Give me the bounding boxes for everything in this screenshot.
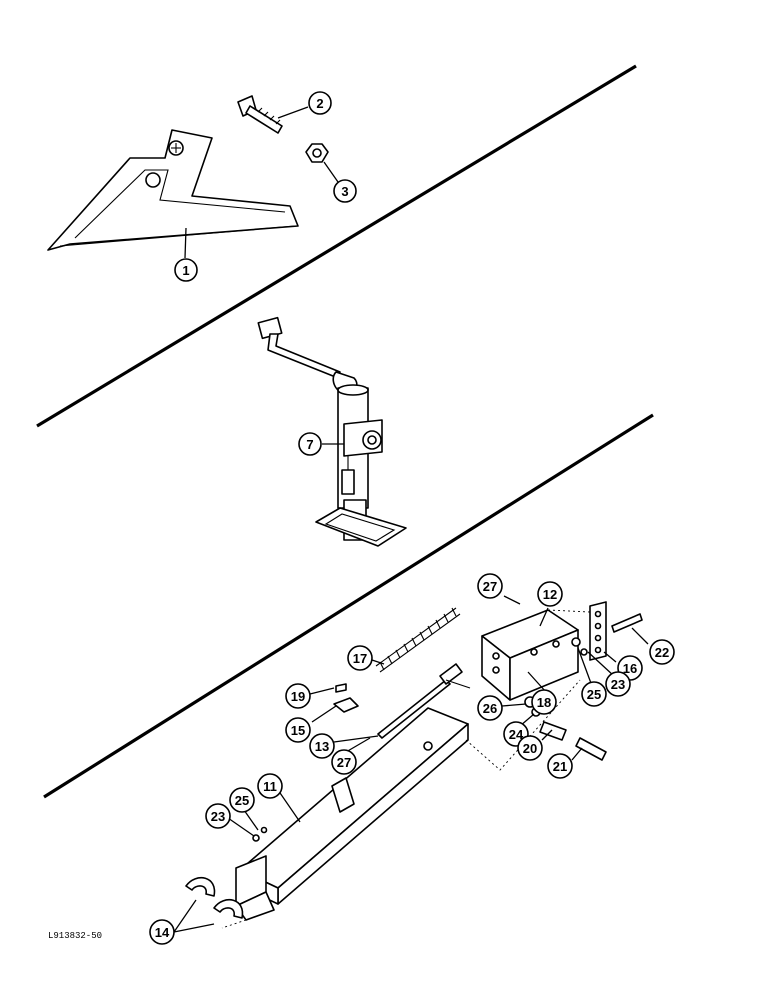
svg-text:23: 23 (211, 809, 225, 824)
svg-text:11: 11 (263, 779, 277, 794)
bolt-icon (252, 613, 643, 842)
section-divider-bottom (43, 413, 654, 799)
callout-25-left: 25 (229, 787, 255, 813)
section-divider-top (36, 64, 637, 428)
callout-23-right: 23 (605, 671, 631, 697)
rod-icon (377, 663, 471, 739)
bolt-icon (237, 95, 283, 134)
svg-text:27: 27 (337, 755, 351, 770)
svg-text:3: 3 (341, 184, 348, 199)
svg-text:18: 18 (537, 695, 551, 710)
assembly-line-2 (221, 919, 247, 929)
svg-text:14: 14 (155, 925, 170, 940)
svg-text:16: 16 (623, 661, 637, 676)
svg-text:20: 20 (523, 741, 537, 756)
callout-12: 12 (537, 581, 563, 607)
callout-15: 15 (285, 717, 311, 743)
jack-stand-icon (257, 316, 407, 547)
tube-icon (235, 707, 469, 921)
callout-7: 7 (298, 432, 322, 456)
svg-text:12: 12 (543, 587, 557, 602)
svg-text:26: 26 (483, 701, 497, 716)
callout-3: 3 (333, 179, 357, 203)
shovel-icon (47, 129, 299, 251)
callout-13: 13 (309, 733, 335, 759)
svg-text:25: 25 (235, 793, 249, 808)
svg-text:1: 1 (182, 263, 189, 278)
callout-17: 17 (347, 645, 373, 671)
svg-text:13: 13 (315, 739, 329, 754)
svg-text:2: 2 (316, 96, 323, 111)
callout-1: 1 (174, 258, 198, 282)
svg-text:24: 24 (509, 727, 524, 742)
svg-text:19: 19 (291, 689, 305, 704)
callout-14: 14 (149, 919, 175, 945)
callout-20: 20 (517, 735, 543, 761)
svg-text:17: 17 (353, 651, 367, 666)
callout-2: 2 (308, 91, 332, 115)
callout-27-bottom: 27 (331, 749, 357, 775)
svg-text:25: 25 (587, 687, 601, 702)
clip-icon (185, 876, 244, 919)
callout-25-right: 25 (581, 681, 607, 707)
svg-text:21: 21 (553, 759, 567, 774)
callout-21: 21 (547, 753, 573, 779)
callout-23-left: 23 (205, 803, 231, 829)
clip-icon (333, 683, 359, 713)
spring-icon (375, 607, 461, 673)
svg-text:7: 7 (306, 437, 313, 452)
callout-27-top: 27 (477, 573, 503, 599)
nut-icon (305, 143, 329, 163)
svg-text:15: 15 (291, 723, 305, 738)
callout-22: 22 (649, 639, 675, 665)
callout-26: 26 (477, 695, 503, 721)
callout-19: 19 (285, 683, 311, 709)
plate-icon (589, 601, 607, 661)
svg-text:23: 23 (611, 677, 625, 692)
bracket-icon (481, 609, 579, 701)
callout-18: 18 (531, 689, 557, 715)
svg-text:22: 22 (655, 645, 669, 660)
assembly-line-3 (547, 609, 591, 613)
svg-text:27: 27 (483, 579, 497, 594)
callout-11: 11 (257, 773, 283, 799)
figure-reference-code: L913832-50 (48, 931, 102, 941)
